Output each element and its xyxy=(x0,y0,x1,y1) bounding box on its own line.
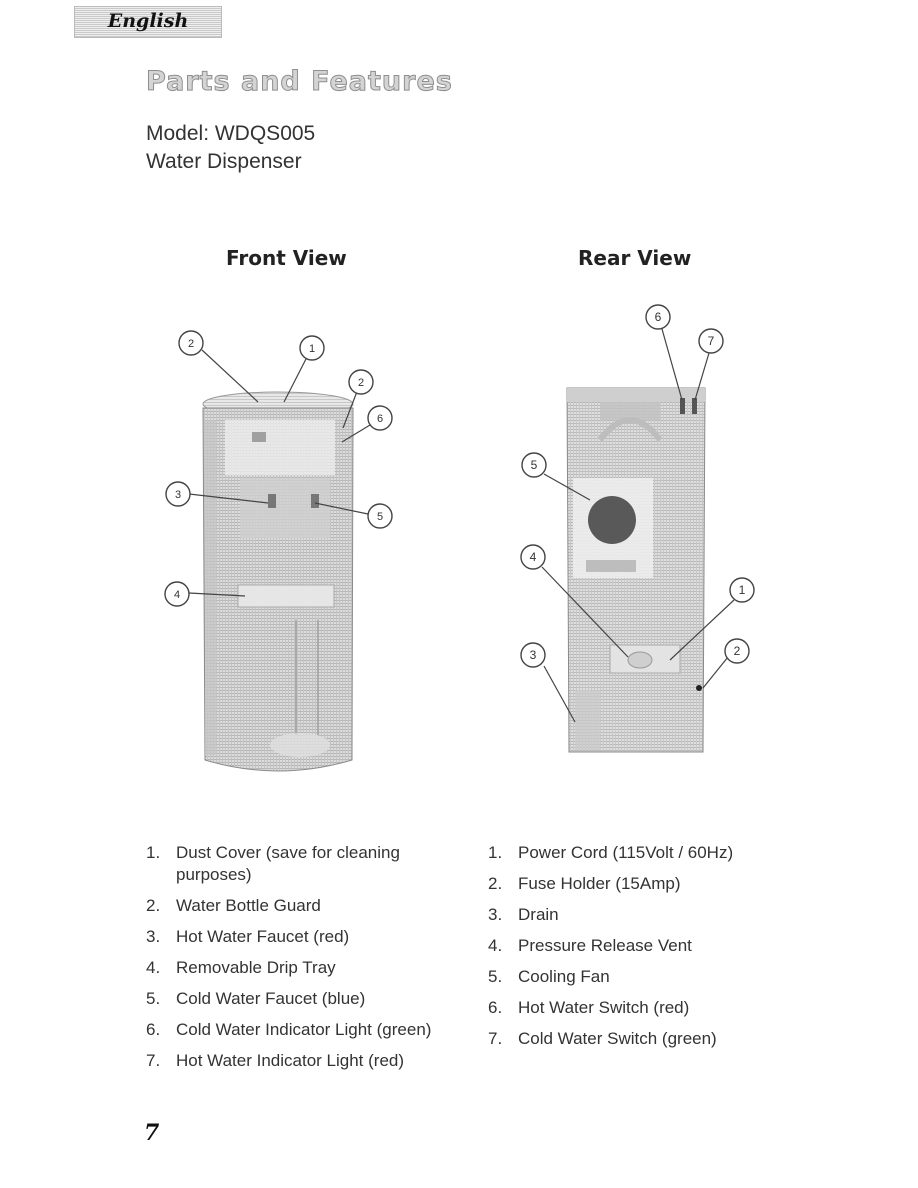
front-callout-4: 4 xyxy=(174,589,180,601)
item-number: 4. xyxy=(488,936,503,955)
item-number: 6. xyxy=(146,1020,161,1039)
list-item: 6. Cold Water Indicator Light (green) xyxy=(146,1019,446,1041)
model-number: Model: WDQS005 xyxy=(146,122,316,145)
item-number: 5. xyxy=(488,967,503,986)
item-number: 3. xyxy=(146,927,161,946)
front-view-illustration: 2 1 2 6 3 5 4 xyxy=(164,330,393,772)
item-label: Pressure Release Vent xyxy=(518,936,692,955)
list-item: 1. Power Cord (115Volt / 60Hz) xyxy=(488,842,818,864)
item-number: 7. xyxy=(488,1029,503,1048)
front-leader-lines xyxy=(188,349,371,597)
list-item: 5. Cold Water Faucet (blue) xyxy=(146,988,446,1010)
rear-leader-lines xyxy=(541,328,735,723)
item-label: Hot Water Faucet (red) xyxy=(176,927,350,946)
item-label: Removable Drip Tray xyxy=(176,958,336,977)
item-label: Cold Water Faucet (blue) xyxy=(176,989,366,1008)
item-label: Cold Water Switch (green) xyxy=(518,1029,717,1048)
item-label: Hot Water Switch (red) xyxy=(518,998,690,1017)
rear-callout-3: 3 xyxy=(530,648,537,662)
list-item: 1. Dust Cover (save for cleaning purposes… xyxy=(146,842,446,886)
dispenser-rear-body xyxy=(566,387,706,753)
list-item: 3. Drain xyxy=(488,904,818,926)
item-label: Cooling Fan xyxy=(518,967,610,986)
rear-callouts: 6 7 5 4 1 3 2 xyxy=(520,304,755,668)
front-parts-list: 1. Dust Cover (save for cleaning purposes… xyxy=(146,842,446,1081)
front-view-heading: Front View xyxy=(226,246,347,270)
item-number: 3. xyxy=(488,905,503,924)
list-item: 3. Hot Water Faucet (red) xyxy=(146,926,446,948)
item-label: Water Bottle Guard xyxy=(176,896,321,915)
item-label: Dust Cover (save for cleaning purposes) xyxy=(176,843,400,884)
product-name: Water Dispenser xyxy=(146,150,302,173)
front-callouts: 2 1 2 6 3 5 4 xyxy=(164,330,393,607)
item-label: Hot Water Indicator Light (red) xyxy=(176,1051,405,1070)
list-item: 2. Fuse Holder (15Amp) xyxy=(488,873,818,895)
item-label: Cold Water Indicator Light (green) xyxy=(176,1020,432,1039)
rear-callout-1: 1 xyxy=(739,583,746,597)
item-number: 7. xyxy=(146,1051,161,1070)
item-number: 1. xyxy=(488,843,503,862)
list-item: 2. Water Bottle Guard xyxy=(146,895,446,917)
rear-parts-list: 1. Power Cord (115Volt / 60Hz) 2. Fuse Hol… xyxy=(488,842,818,1059)
list-item: 4. Removable Drip Tray xyxy=(146,957,446,979)
list-item: 7. Hot Water Indicator Light (red) xyxy=(146,1050,446,1072)
rear-callout-5: 5 xyxy=(531,458,538,472)
page-number: 7 xyxy=(144,1120,160,1146)
front-callout-5: 5 xyxy=(377,511,383,523)
item-label: Fuse Holder (15Amp) xyxy=(518,874,681,893)
front-callout-1: 1 xyxy=(309,343,315,355)
item-number: 4. xyxy=(146,958,161,977)
front-callout-2a: 2 xyxy=(188,338,194,350)
rear-view-heading: Rear View xyxy=(578,246,692,270)
item-label: Power Cord (115Volt / 60Hz) xyxy=(518,843,734,862)
item-number: 1. xyxy=(146,843,161,862)
front-callout-6: 6 xyxy=(377,413,383,425)
item-label: Drain xyxy=(518,905,559,924)
item-number: 5. xyxy=(146,989,161,1008)
item-number: 2. xyxy=(488,874,503,893)
rear-callout-6: 6 xyxy=(655,310,662,324)
item-number: 6. xyxy=(488,998,503,1017)
list-item: 7. Cold Water Switch (green) xyxy=(488,1028,818,1050)
language-tab: English xyxy=(74,6,222,38)
rear-view-illustration: 6 7 5 4 1 3 2 xyxy=(520,304,755,753)
list-item: 5. Cooling Fan xyxy=(488,966,818,988)
rear-callout-2: 2 xyxy=(734,644,741,658)
page-title: Parts and Features xyxy=(146,66,453,98)
front-callout-3: 3 xyxy=(175,489,181,501)
dispenser-front-body xyxy=(202,391,354,772)
front-callout-2b: 2 xyxy=(358,377,364,389)
item-number: 2. xyxy=(146,896,161,915)
list-item: 4. Pressure Release Vent xyxy=(488,935,818,957)
language-label: English xyxy=(107,10,189,32)
rear-callout-4: 4 xyxy=(530,550,537,564)
rear-callout-7: 7 xyxy=(708,334,715,348)
list-item: 6. Hot Water Switch (red) xyxy=(488,997,818,1019)
